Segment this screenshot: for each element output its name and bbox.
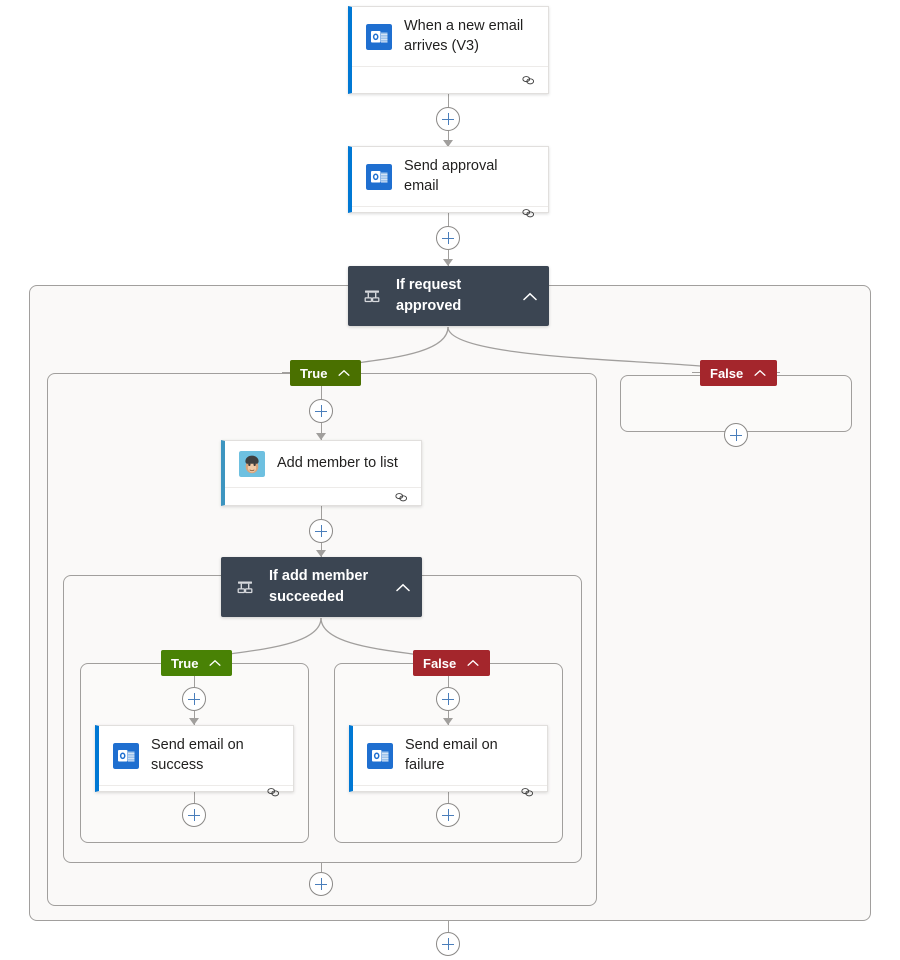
connector-inner-true-to-plus <box>194 676 195 687</box>
arrow-into-send-success <box>189 718 199 725</box>
send-approval-title: Send approval email <box>404 158 498 194</box>
connector-send-success-to-plus <box>194 792 195 803</box>
outlook-icon <box>366 163 392 190</box>
chevron-up-icon[interactable] <box>466 659 480 667</box>
add-member-card-body: Add member to list <box>225 441 421 487</box>
branch-badge-outer-false[interactable]: False <box>700 360 778 386</box>
mailchimp-icon <box>239 451 265 477</box>
connections-icon[interactable] <box>521 207 536 219</box>
arrow-into-send-failure <box>443 718 453 725</box>
outlook-icon <box>367 742 393 769</box>
branch-outer-true-label: True <box>300 365 328 381</box>
arrow-into-add-member <box>316 433 326 440</box>
send-success-title: Send email on success <box>151 737 244 773</box>
arrow-into-send-approval <box>443 140 453 147</box>
chevron-up-icon[interactable] <box>337 369 351 377</box>
add-step-outer-true-bottom[interactable] <box>309 872 333 896</box>
outlook-icon <box>113 742 139 769</box>
condition-icon <box>237 581 253 594</box>
connector-plus2-to-condition <box>448 250 449 266</box>
node-add-member-to-list[interactable]: Add member to list <box>221 440 422 506</box>
trigger-card-body: When a new email arrives (V3) <box>352 7 548 66</box>
send-success-card-footer <box>99 785 293 798</box>
send-approval-card-footer <box>352 206 548 219</box>
send-failure-card-footer <box>353 785 547 798</box>
add-member-title: Add member to list <box>277 455 398 472</box>
connector-inner-false-to-plus <box>448 676 449 687</box>
send-failure-card-body: Send email on failure <box>353 726 547 785</box>
connector-plus1-to-send-approval <box>448 131 449 146</box>
branch-badge-outer-true[interactable]: True <box>290 360 362 386</box>
branch-inner-true-label: True <box>171 655 199 671</box>
connector-add-member-to-plus4 <box>321 506 322 519</box>
connector-send-failure-to-plus <box>448 792 449 803</box>
add-step-after-trigger[interactable] <box>436 107 460 131</box>
branch-badge-inner-true[interactable]: True <box>161 650 233 676</box>
add-step-end-of-flow[interactable] <box>436 932 460 956</box>
if-request-approved-title: If request approved <box>396 276 462 314</box>
connector-false-badge-left-stub <box>692 372 700 373</box>
node-if-request-approved[interactable]: If request approved <box>348 266 549 326</box>
send-failure-title: Send email on failure <box>405 737 498 773</box>
node-send-email-on-failure[interactable]: Send email on failure <box>349 725 548 797</box>
connector-true-to-plus3 <box>321 386 322 399</box>
chevron-up-icon[interactable] <box>208 659 222 667</box>
connections-icon[interactable] <box>520 786 535 798</box>
node-when-a-new-email-arrives[interactable]: When a new email arrives (V3) <box>348 6 549 94</box>
send-success-card-body: Send email on success <box>99 726 293 785</box>
add-step-inner-true-top[interactable] <box>182 687 206 711</box>
outlook-icon <box>366 23 392 50</box>
add-step-outer-true-top[interactable] <box>309 399 333 423</box>
add-step-inner-false-bottom[interactable] <box>436 803 460 827</box>
arrow-into-inner-condition <box>316 550 326 557</box>
connections-icon[interactable] <box>266 786 281 798</box>
connector-send-approval-to-plus2 <box>448 213 449 226</box>
arrow-into-condition <box>443 259 453 266</box>
branch-badge-inner-false[interactable]: False <box>413 650 491 676</box>
chevron-up-icon[interactable] <box>396 583 410 592</box>
if-add-member-succeeded-title: If add member succeeded <box>269 567 369 605</box>
node-send-email-on-success[interactable]: Send email on success <box>95 725 294 797</box>
add-step-after-add-member[interactable] <box>309 519 333 543</box>
connector-trigger-to-plus1 <box>448 94 449 107</box>
trigger-title: When a new email arrives (V3) <box>404 18 524 54</box>
add-step-inner-true-bottom[interactable] <box>182 803 206 827</box>
add-step-outer-false[interactable] <box>724 423 748 447</box>
add-step-after-send-approval[interactable] <box>436 226 460 250</box>
connector-outer-scope-to-end-plus <box>448 921 449 932</box>
add-member-card-footer <box>225 487 421 505</box>
connector-true-badge-left-stub <box>282 372 290 373</box>
chevron-up-icon[interactable] <box>753 369 767 377</box>
condition-icon <box>364 290 380 303</box>
node-send-approval-email[interactable]: Send approval email <box>348 146 549 218</box>
send-approval-card-body: Send approval email <box>352 147 548 206</box>
connector-plus3-to-add-member <box>321 423 322 440</box>
branch-inner-false-label: False <box>423 655 457 671</box>
add-step-inner-false-top[interactable] <box>436 687 460 711</box>
node-if-add-member-succeeded[interactable]: If add member succeeded <box>221 557 422 617</box>
connections-icon[interactable] <box>521 74 536 86</box>
connector-inner-scope-to-plus <box>321 863 322 872</box>
chevron-up-icon[interactable] <box>523 292 537 301</box>
branch-outer-false-label: False <box>710 365 744 381</box>
connections-icon[interactable] <box>394 491 409 503</box>
trigger-card-footer <box>352 66 548 93</box>
